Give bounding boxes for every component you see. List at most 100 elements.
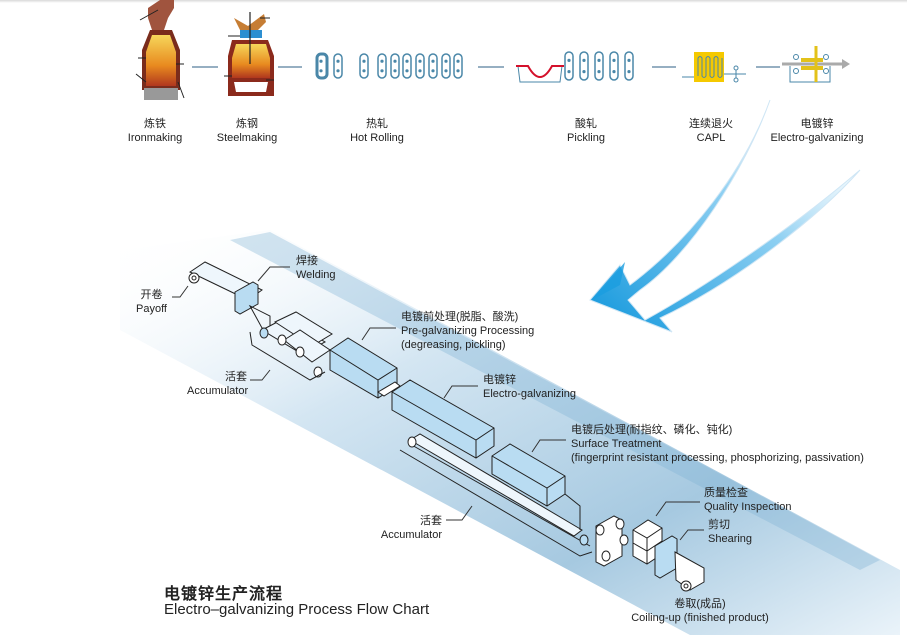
production-line [188, 261, 705, 592]
label-accumulator-entry: 活套 Accumulator [187, 370, 249, 398]
roll [582, 70, 586, 74]
leader-lines [172, 266, 704, 541]
roll [444, 59, 448, 63]
roll-stand [579, 51, 589, 81]
label-en: Accumulator [187, 385, 249, 397]
label-en: Surface Treatment [571, 438, 662, 450]
roll [627, 70, 631, 74]
label-pre-treatment: 电镀前处理(脱脂、酸洗) Pre-galvanizing Processing … [401, 310, 534, 352]
roll-stand [441, 53, 451, 79]
coiling-coil [680, 580, 692, 592]
rolling-mill-icon [310, 52, 470, 80]
roll-stand [453, 53, 463, 79]
label-en: Coiling-up (finished product) [631, 612, 769, 624]
roll [393, 69, 397, 73]
label-zh: 活套 [225, 371, 247, 383]
stage-zh-label: 酸轧 [575, 118, 597, 130]
label-welding: 焊接 Welding [296, 254, 336, 282]
stage-en-label: Electro-galvanizing [770, 132, 864, 144]
top-border [0, 0, 907, 3]
stage-zh-label: 热轧 [366, 118, 388, 130]
stage-ironmaking: 炼铁 Ironmaking [128, 117, 182, 145]
roll-stand [402, 53, 412, 79]
roll-stand [377, 53, 387, 79]
label-en: Shearing [708, 533, 753, 545]
label-surface-treatment: 电镀后处理(耐指纹、磷化、钝化) Surface Treatment (fing… [571, 423, 864, 465]
roll [444, 69, 448, 73]
label-accumulator-exit: 活套 Accumulator [380, 514, 442, 542]
roll [597, 58, 601, 63]
label-coiling: 卷取(成品) Coiling-up (finished product) [631, 597, 769, 625]
roll [627, 58, 631, 63]
roll [336, 59, 340, 63]
roll [319, 69, 323, 73]
stage-en-label: Ironmaking [127, 132, 183, 144]
roll-stand [359, 53, 369, 79]
label-zh: 质量检查 [704, 487, 748, 499]
label-zh: 开卷 [140, 289, 163, 301]
label-en-detail: (degreasing, pickling) [401, 339, 506, 351]
stage-capl: 连续退火 CAPL [689, 117, 733, 145]
roll [612, 70, 616, 74]
roll-stand [609, 51, 619, 81]
roll [431, 59, 435, 63]
roll [362, 69, 366, 73]
label-quality-inspection: 质量检查 Quality Inspection [704, 486, 791, 514]
stage-pickling: 酸轧 Pickling [567, 117, 605, 145]
label-en: Electro-galvanizing [483, 388, 576, 400]
roll [582, 58, 586, 63]
stage-en-label: Steelmaking [216, 132, 278, 144]
chart-title-en: Electro–galvanizing Process Flow Chart [164, 601, 430, 618]
label-en: Pre-galvanizing Processing [401, 325, 535, 337]
stage-zh-label: 电镀锌 [800, 118, 834, 130]
roll [567, 70, 571, 74]
roll-stand [624, 51, 634, 81]
label-zh: 电镀前处理(脱脂、酸洗) [401, 311, 519, 323]
stage-zh-label: 连续退火 [689, 118, 733, 130]
converter-icon [224, 12, 274, 96]
stage-steelmaking: 炼钢 Steelmaking [217, 117, 278, 145]
label-zh: 电镀后处理(耐指纹、磷化、钝化) [571, 424, 733, 436]
label-electro-galvanizing: 电镀锌 Electro-galvanizing [483, 373, 576, 401]
label-en: Welding [296, 269, 336, 281]
roll [405, 69, 409, 73]
roll [456, 59, 460, 63]
roll-stand [415, 53, 425, 79]
stage-electro-galvanizing: 电镀锌 Electro-galvanizing [771, 117, 864, 145]
roll [380, 69, 384, 73]
roll-stand [333, 53, 343, 79]
chart-title-zh: 电镀锌生产流程 [164, 586, 284, 603]
roll [431, 69, 435, 73]
roll-stand [564, 51, 574, 81]
roll [456, 69, 460, 73]
roll [405, 59, 409, 63]
label-zh: 卷取(成品) [674, 598, 726, 610]
payoff-coil [188, 272, 200, 284]
label-en: Accumulator [380, 529, 442, 541]
accumulator-exit-strand [409, 433, 583, 537]
roll [362, 59, 366, 63]
roll [336, 69, 340, 73]
electrogalvanizing-icon [782, 46, 850, 83]
blast-furnace-icon [135, 0, 185, 100]
stage-zh-label: 炼钢 [235, 118, 258, 130]
roll [418, 59, 422, 63]
label-zh: 电镀锌 [483, 374, 516, 386]
flow-arrow-icon [589, 99, 861, 333]
roll [380, 59, 384, 63]
label-zh: 焊接 [296, 255, 318, 267]
label-zh: 剪切 [708, 519, 730, 531]
label-payoff: 开卷 Payoff [136, 288, 167, 316]
roll-stand [315, 52, 329, 80]
pickling-tank-icon [516, 51, 646, 83]
annealing-furnace-icon [682, 52, 746, 83]
stage-hot-rolling: 热轧 Hot Rolling [350, 117, 404, 145]
stage-en-label: Hot Rolling [350, 132, 404, 144]
roll-stand [390, 53, 400, 79]
roll [393, 59, 397, 63]
label-en: Quality Inspection [704, 501, 792, 513]
roll [418, 69, 422, 73]
roll [319, 59, 323, 63]
stage-zh-label: 炼铁 [143, 118, 166, 130]
